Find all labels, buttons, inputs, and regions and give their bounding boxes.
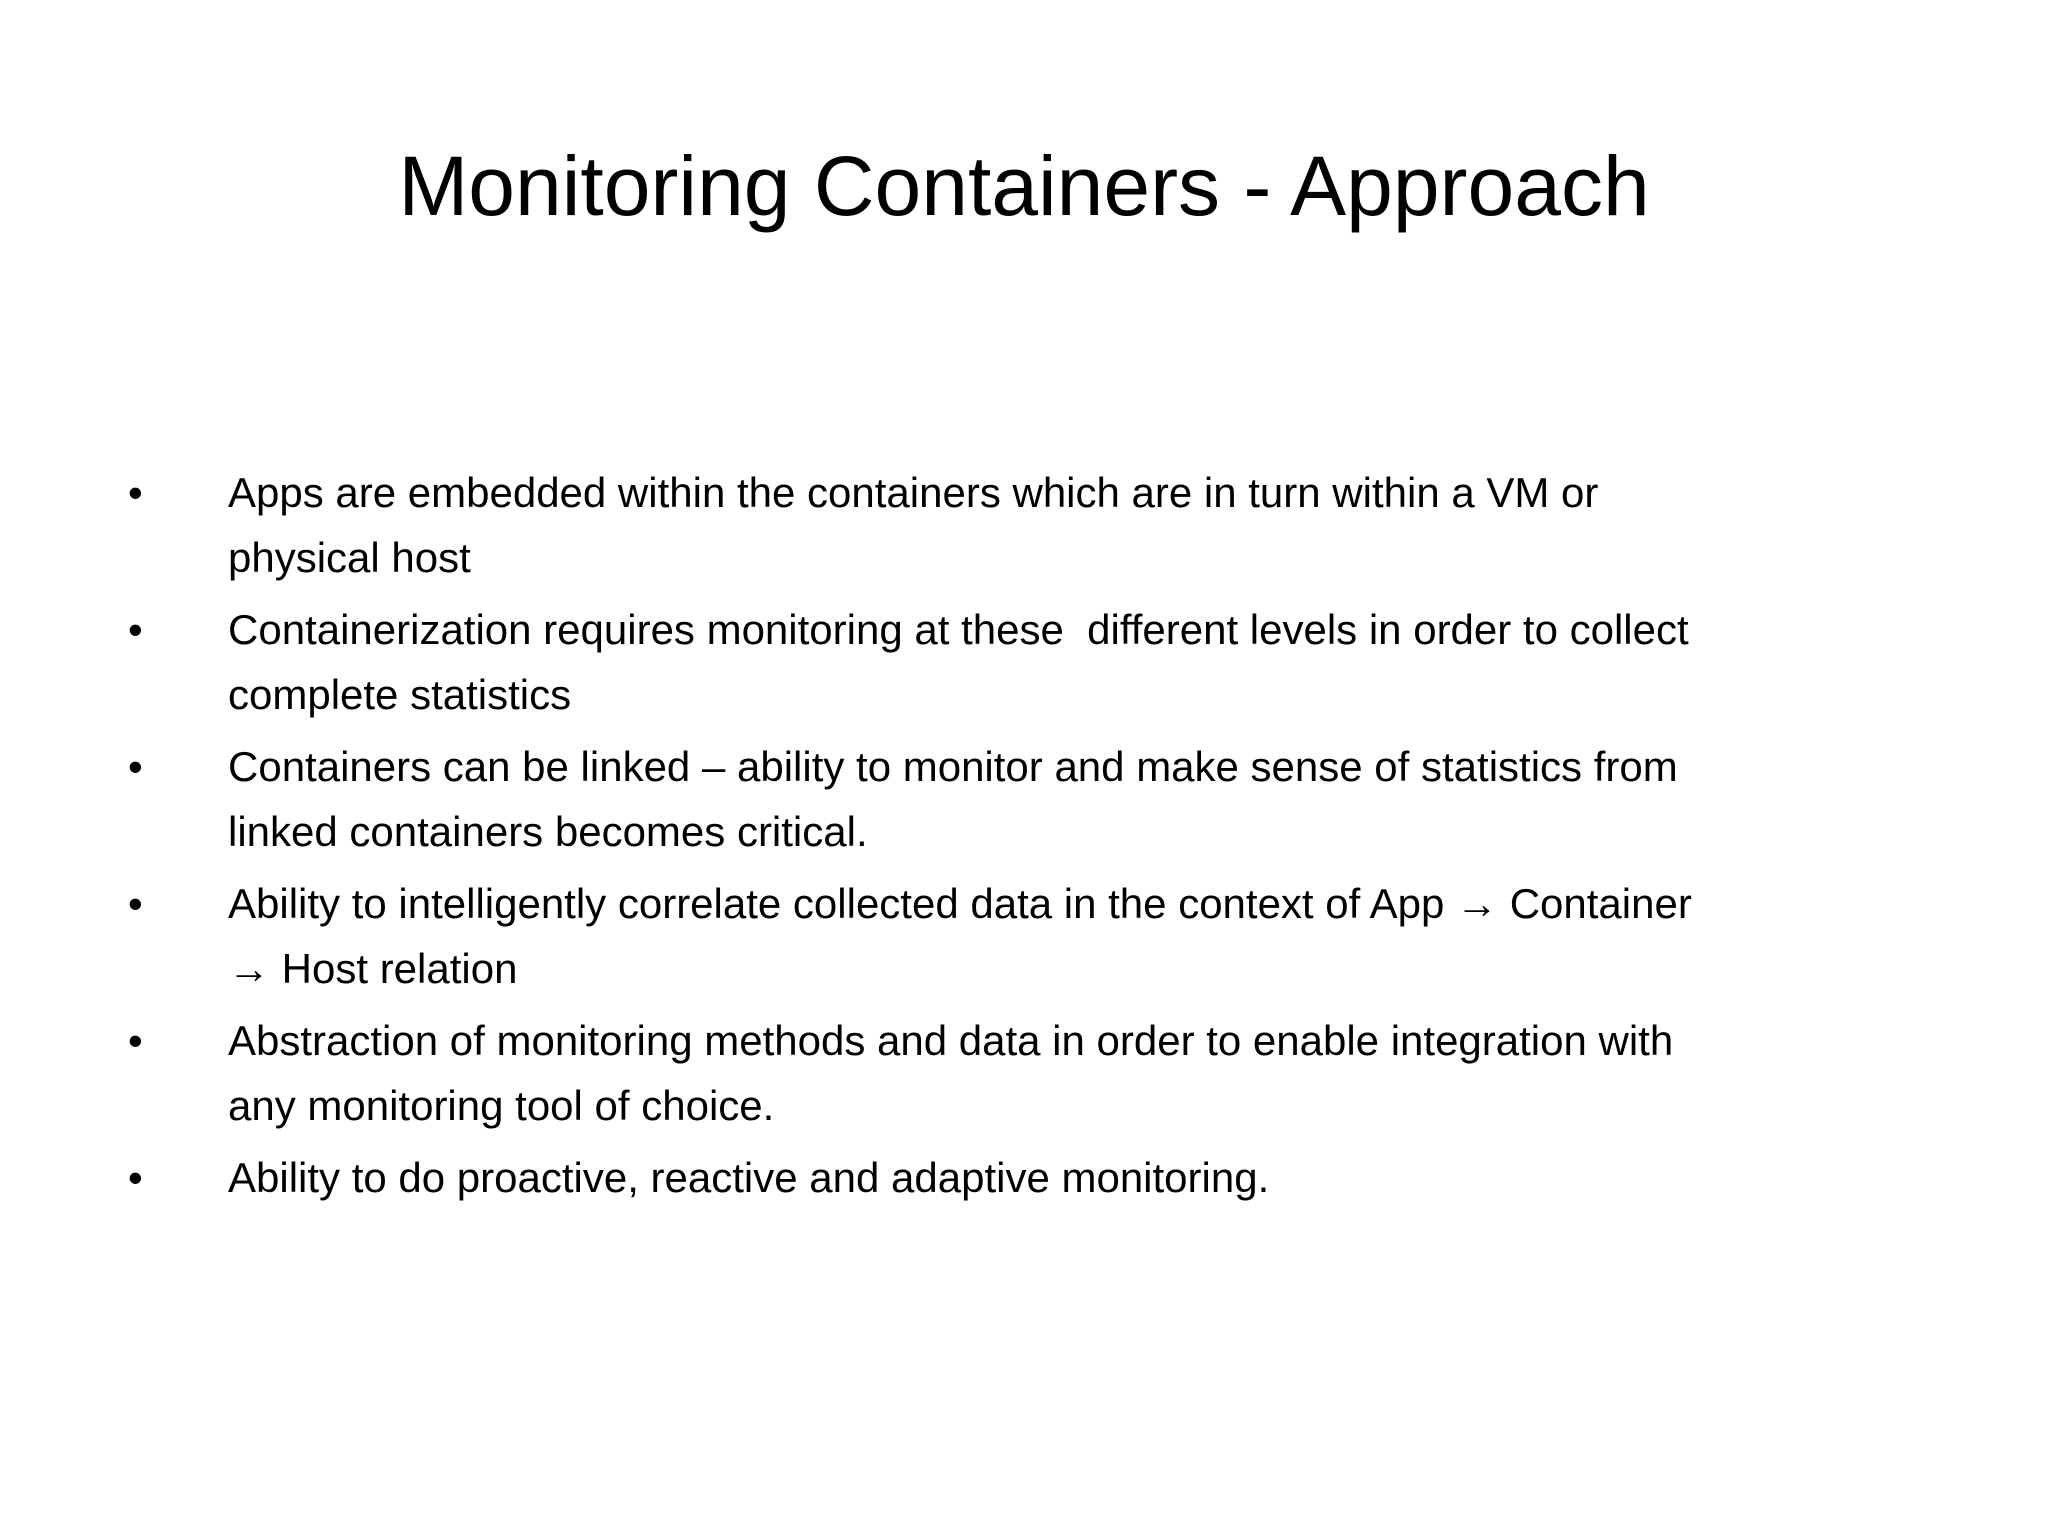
bullet-icon: • bbox=[128, 1017, 143, 1064]
bullet-item: • Apps are embedded within the container… bbox=[128, 460, 2018, 590]
bullet-icon: • bbox=[128, 743, 143, 790]
bullet-item: • Ability to intelligently correlate col… bbox=[128, 871, 2018, 1001]
slide-title: Monitoring Containers - Approach bbox=[398, 139, 1650, 233]
bullet-line: → Host relation bbox=[228, 945, 518, 992]
bullet-icon: • bbox=[128, 1154, 143, 1201]
bullet-icon: • bbox=[128, 606, 143, 653]
bullet-line: physical host bbox=[228, 534, 471, 581]
bullet-line: Ability to do proactive, reactive and ad… bbox=[228, 1154, 1270, 1201]
bullet-item: • Abstraction of monitoring methods and … bbox=[128, 1008, 2018, 1138]
bullet-line: Ability to intelligently correlate colle… bbox=[228, 880, 1692, 927]
bullet-item: • Containerization requires monitoring a… bbox=[128, 597, 2018, 727]
bullet-line: Apps are embedded within the containers … bbox=[228, 469, 1599, 516]
bullet-line: complete statistics bbox=[228, 671, 572, 718]
bullet-item: • Containers can be linked – ability to … bbox=[128, 734, 2018, 864]
bullet-item: • Ability to do proactive, reactive and … bbox=[128, 1145, 2018, 1210]
bullet-line: linked containers becomes critical. bbox=[228, 808, 868, 855]
bullet-line: any monitoring tool of choice. bbox=[228, 1082, 775, 1129]
bullet-list: • Apps are embedded within the container… bbox=[128, 460, 2018, 1217]
bullet-icon: • bbox=[128, 880, 143, 927]
bullet-line: Abstraction of monitoring methods and da… bbox=[228, 1017, 1674, 1064]
bullet-line: Containerization requires monitoring at … bbox=[228, 606, 1689, 653]
bullet-icon: • bbox=[128, 469, 143, 516]
bullet-line: Containers can be linked – ability to mo… bbox=[228, 743, 1678, 790]
